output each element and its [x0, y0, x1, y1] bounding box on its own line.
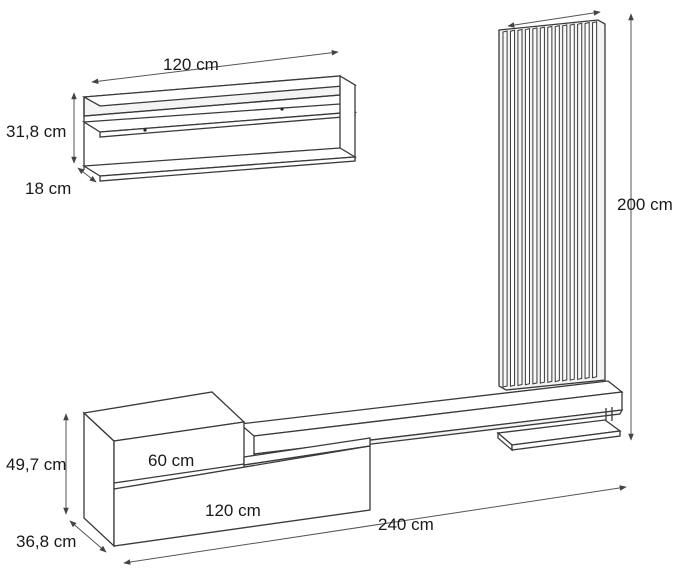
total-width-dimension-line — [123, 485, 627, 565]
shelf-width-dimension-line — [91, 49, 339, 85]
panel-slat — [539, 26, 545, 384]
panel-slat — [532, 27, 538, 385]
cabinet-depth-dimension-line — [69, 520, 107, 553]
panel-slat — [524, 28, 530, 386]
panel-slats — [502, 21, 598, 388]
cabinet-height-label: 49,7 cm — [6, 455, 66, 474]
wall-shelf — [81, 74, 358, 182]
cabinet-width-label: 120 cm — [205, 501, 261, 520]
cabinet-depth-label: 36,8 cm — [16, 532, 76, 551]
panel-height-label: 200 cm — [617, 195, 673, 214]
tv-board — [238, 380, 624, 459]
panel-slat — [577, 22, 583, 380]
panel-slat — [592, 21, 598, 379]
panel-slat — [554, 24, 560, 383]
shelf-height-label: 31,8 cm — [6, 122, 66, 141]
panel-width-dimension-line — [507, 10, 601, 28]
shelf-width-label: 120 cm — [163, 55, 219, 74]
shelf-depth-dimension-line — [77, 167, 97, 183]
shelf-depth-label: 18 cm — [25, 179, 71, 198]
panel-slat — [569, 23, 575, 381]
total-width-label: 240 cm — [378, 515, 434, 534]
drawer-width-label: 60 cm — [148, 451, 194, 470]
panel-slat — [547, 25, 553, 384]
panel-slat — [562, 24, 568, 382]
shelf-screw-dot — [143, 128, 147, 132]
slatted-panel — [498, 19, 606, 391]
panel-slat — [584, 21, 590, 380]
panel-slat — [502, 30, 508, 388]
panel-slat — [509, 29, 516, 387]
shelf-screw-dot — [280, 107, 284, 111]
panel-slat — [517, 28, 523, 387]
